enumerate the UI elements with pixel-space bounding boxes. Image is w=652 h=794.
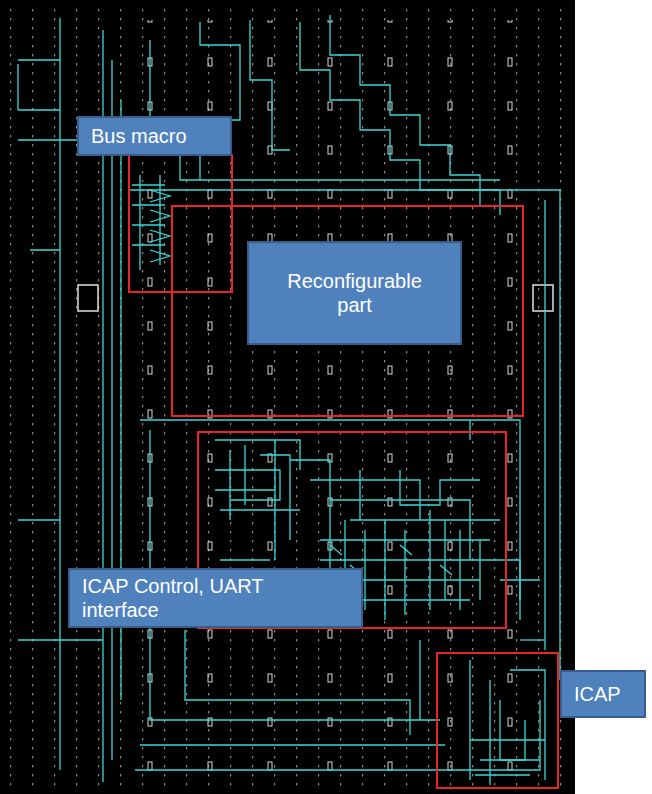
routing-wire <box>59 18 60 770</box>
routing-wire <box>419 640 420 720</box>
region-outline <box>129 155 232 292</box>
routing-wire <box>250 20 290 150</box>
icap-routing <box>470 660 545 785</box>
routing-wire <box>330 15 480 205</box>
label-text: Bus macro <box>91 124 187 148</box>
bus-macro-wires <box>132 175 170 270</box>
routing-wire <box>520 639 545 640</box>
icap-routing <box>470 660 545 785</box>
routing-wire <box>185 630 410 735</box>
region-outline <box>172 206 523 416</box>
io-block <box>78 285 98 311</box>
control-logic-routing <box>360 470 480 520</box>
io-block <box>533 285 553 311</box>
control-logic-routing <box>490 560 540 600</box>
bus-macro-wires <box>132 185 170 202</box>
control-logic-routing <box>430 510 480 610</box>
routing-wire <box>111 60 112 760</box>
label-box: ICAP Control, UART interface <box>68 568 363 628</box>
routing-wire <box>544 200 545 650</box>
icap-routing <box>500 700 525 760</box>
label-box: Reconfigurable part <box>247 241 462 345</box>
icap-routing <box>470 740 545 775</box>
bus-macro-wires <box>140 175 160 270</box>
routing-wire <box>18 140 103 640</box>
routing-wire <box>135 700 540 770</box>
label-box: Bus macro <box>77 116 232 156</box>
region-outline <box>129 155 558 788</box>
label-text: Reconfigurable part <box>275 269 435 317</box>
bus-macro-wires <box>132 205 170 222</box>
logic-grid <box>4 8 571 788</box>
label-text: ICAP Control, UART interface <box>82 574 322 622</box>
routing-wire <box>200 22 240 180</box>
bus-macro-wires <box>132 225 170 242</box>
region-outline <box>437 653 558 788</box>
routing-wire <box>150 40 500 180</box>
routing-wire <box>18 15 560 782</box>
routing-wire <box>18 60 60 110</box>
routing-wire <box>140 744 445 745</box>
control-logic-routing <box>215 470 300 510</box>
control-logic-routing <box>215 440 300 540</box>
label-box: ICAP <box>560 670 646 718</box>
die-background <box>0 0 575 794</box>
bus-macro-wires <box>132 245 170 262</box>
label-text: ICAP <box>574 682 621 706</box>
